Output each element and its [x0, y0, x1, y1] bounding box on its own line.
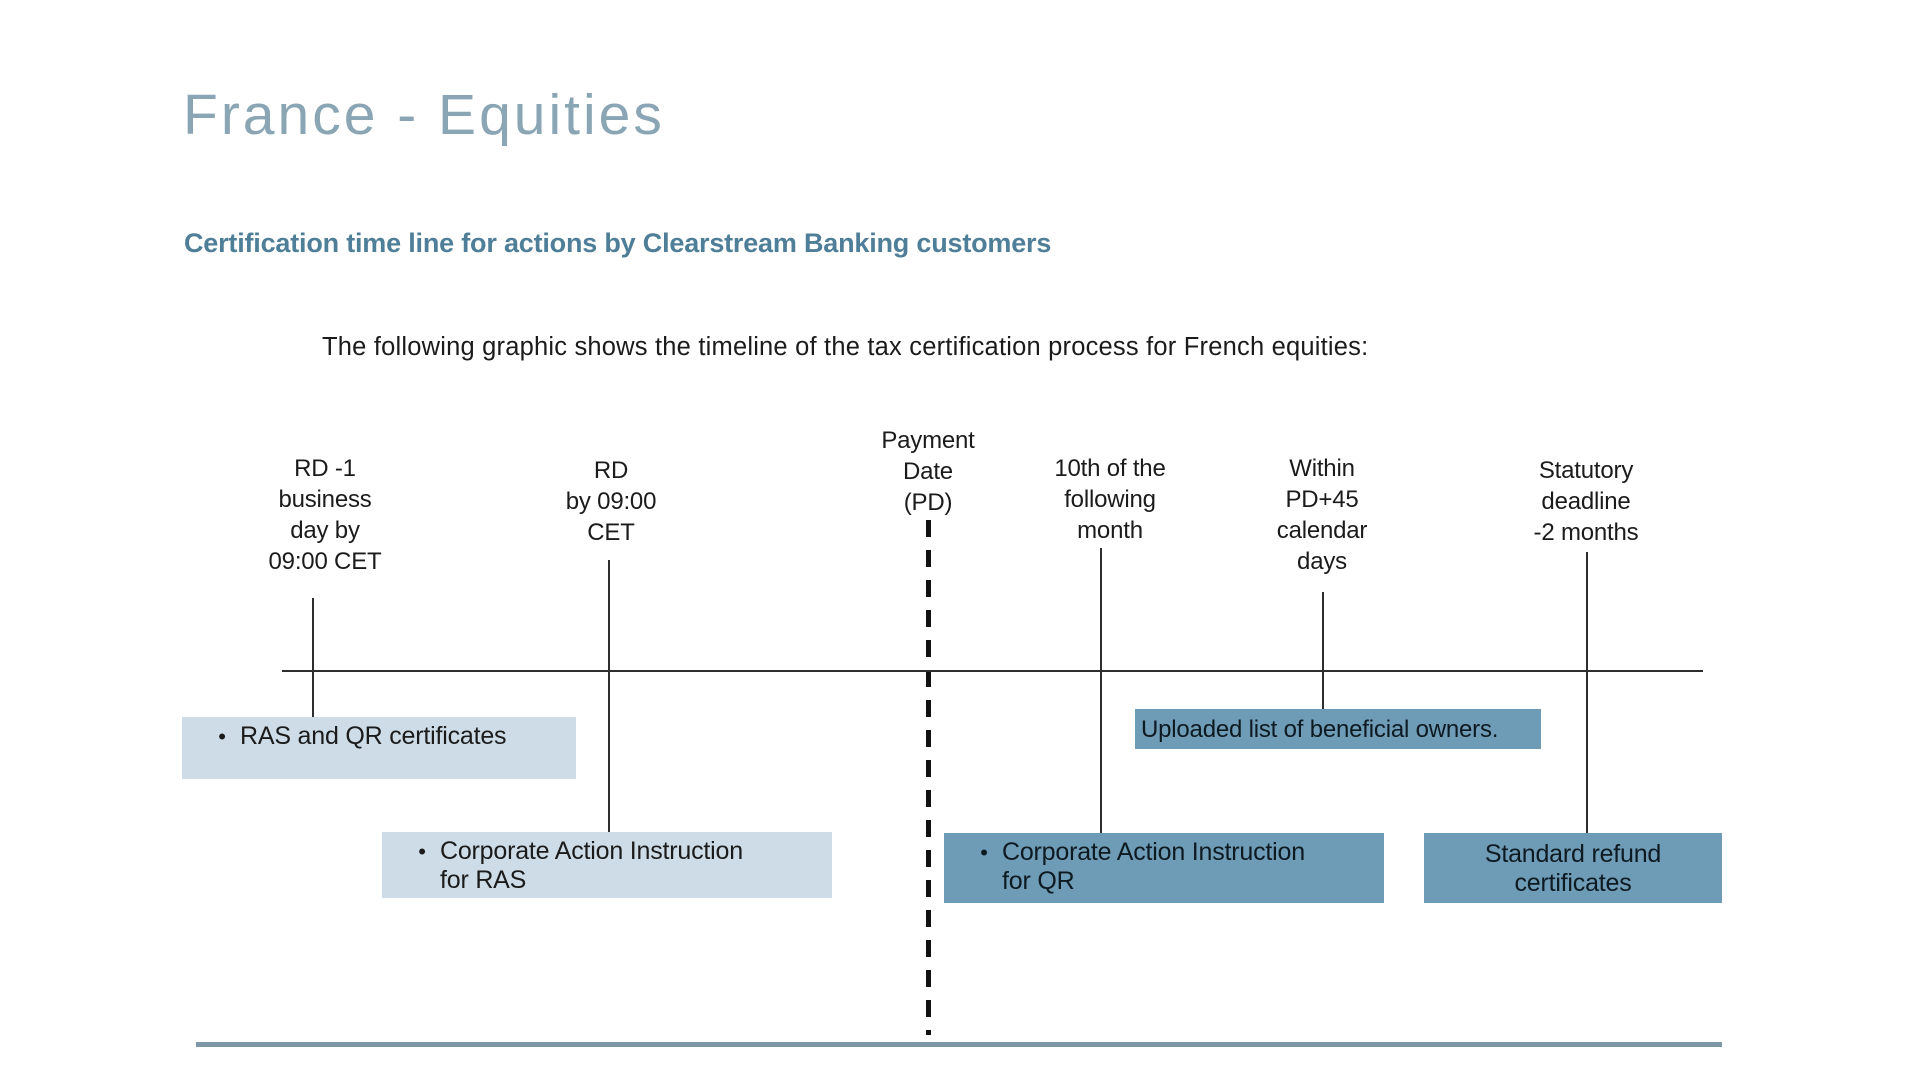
milestone-label-statutory-deadline: Statutory deadline -2 months — [1436, 455, 1736, 548]
label-line: Payment — [881, 427, 975, 454]
milestone-label-payment-date: Payment Date (PD) — [778, 425, 1078, 518]
event-text: RAS and QR certificates — [240, 722, 507, 750]
milestone-label-within-pd45: Within PD+45 calendar days — [1172, 453, 1472, 577]
event-text: certificates — [1514, 869, 1632, 897]
label-line: RD — [593, 457, 629, 484]
label-line: deadline — [1541, 488, 1631, 515]
bullet-icon: • — [418, 839, 426, 864]
label-line: Date — [903, 458, 953, 485]
event-text: Standard refund — [1484, 840, 1662, 868]
payment-date-dashed-line — [926, 520, 931, 1035]
page-title: France - Equities — [183, 83, 665, 147]
label-line: by 09:00 — [565, 488, 657, 515]
label-line: CET — [587, 519, 635, 546]
label-line: following — [1064, 486, 1156, 513]
label-line: calendar — [1276, 517, 1368, 544]
bullet-icon: • — [218, 724, 226, 749]
label-line: business — [278, 486, 372, 513]
event-text: Corporate Action Instruction — [1002, 838, 1305, 866]
event-text: for QR — [1002, 867, 1075, 895]
connector-line-statutory — [1586, 552, 1588, 833]
milestone-label-10th-following-month: 10th of the following month — [960, 453, 1260, 546]
event-box-cai-for-ras: • Corporate Action Instruction for RAS — [382, 832, 832, 898]
event-text: Uploaded list of beneficial owners. — [1141, 715, 1499, 743]
connector-line-rd-minus-1 — [312, 598, 314, 717]
connector-line-rd — [608, 560, 610, 832]
bullet-icon: • — [980, 840, 988, 865]
event-box-uploaded-beneficial-owners: Uploaded list of beneficial owners. — [1135, 709, 1541, 749]
label-line: month — [1077, 517, 1143, 544]
milestone-label-rd-minus-1: RD -1 business day by 09:00 CET — [175, 453, 475, 577]
event-box-ras-qr-certificates: • RAS and QR certificates — [182, 717, 576, 779]
label-line: (PD) — [903, 489, 953, 516]
label-line: day by — [290, 517, 360, 544]
label-line: PD+45 — [1285, 486, 1359, 513]
label-line: 10th of the — [1054, 455, 1166, 482]
milestone-label-rd: RD by 09:00 CET — [461, 455, 761, 548]
event-box-standard-refund-certificates: Standard refund certificates — [1424, 833, 1722, 903]
label-line: Statutory — [1538, 457, 1634, 484]
section-heading: Certification time line for actions by C… — [184, 228, 1052, 258]
footer-rule — [196, 1042, 1722, 1047]
label-line: RD -1 — [294, 455, 356, 482]
connector-line-within-pd45 — [1322, 592, 1324, 709]
intro-text: The following graphic shows the timeline… — [322, 333, 1369, 361]
label-line: -2 months — [1533, 519, 1639, 546]
timeline-axis — [282, 670, 1703, 672]
connector-line-10th-month — [1100, 548, 1102, 833]
label-line: 09:00 CET — [268, 548, 382, 575]
event-text: Corporate Action Instruction — [440, 837, 743, 865]
event-text: for RAS — [440, 866, 527, 894]
label-line: Within — [1289, 455, 1355, 482]
event-box-cai-for-qr: • Corporate Action Instruction for QR — [944, 833, 1384, 903]
label-line: days — [1297, 548, 1347, 575]
